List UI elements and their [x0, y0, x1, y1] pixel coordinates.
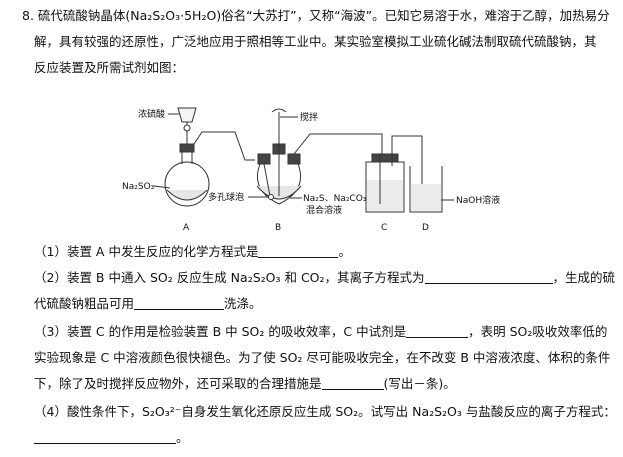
part-4-line-1: （4）酸性条件下，S₂O₃²⁻自身发生氧化还原反应生成 SO₂。试写出 Na₂S… — [34, 404, 616, 419]
flask-b-right-stopper — [287, 153, 301, 165]
label-stir: 搅拌 — [300, 111, 318, 123]
label-a: A — [183, 223, 190, 233]
intro-line-3: 反应装置及所需试剂如图： — [34, 60, 185, 75]
funnel-stopcock — [183, 124, 191, 132]
answer-blank-3a[interactable] — [406, 325, 469, 338]
part-1: （1）装置 A 中发生反应的化学方程式是 。 — [34, 244, 351, 260]
flask-b-left-stopper — [257, 153, 271, 165]
beaker-d-liquid — [411, 184, 441, 211]
tube-b-c — [293, 133, 383, 155]
funnel-body — [177, 107, 197, 123]
answer-blank-2b[interactable] — [134, 297, 225, 310]
bottle-c-body — [365, 161, 405, 213]
bottle-c-stopper — [371, 153, 399, 163]
part-3-text-d: 下，除了及时搅拌反应物外，还可采取的合理措施是 — [34, 376, 322, 391]
bottle-c-liquid — [367, 180, 403, 211]
flask-b-body — [256, 163, 302, 205]
beaker-d — [409, 166, 443, 213]
answer-blank-1[interactable] — [258, 245, 339, 258]
label-mix1: Na₂S、Na₂CO₃ — [303, 194, 367, 204]
leader-na2so3 — [153, 185, 171, 189]
part-4-line-2: 。 — [34, 430, 189, 446]
label-na2so3: Na₂SO₃ — [122, 182, 155, 192]
part-4-end: 。 — [176, 430, 189, 445]
part-3-line-1: （3）装置 C 的作用是检验装置 B 中 SO₂ 的吸收效率，C 中试剂是 ，表明… — [34, 324, 607, 340]
label-porous: 多孔球泡 — [208, 191, 244, 203]
intro-line-1: 8. 硫代硫酸钠晶体(Na₂S₂O₃·5H₂O)俗名“大苏打”，又称“海波”。已… — [22, 8, 610, 24]
part-1-text: （1）装置 A 中发生反应的化学方程式是 — [34, 244, 259, 259]
intro-line-2: 解，具有较强的还原性，广泛地应用于照相等工业中。某实验室模拟工业硫化碱法制取硫代… — [34, 34, 597, 49]
part-2-line-2: 代硫酸钠粗品可用 洗涤。 — [34, 296, 262, 312]
porous-bulb — [268, 194, 274, 200]
label-naoh: NaOH溶液 — [456, 194, 500, 206]
part-3-line-2: 实验现象是 C 中溶液颜色很快褪色。为了使 SO₂ 尽可能吸收完全，在不改变 B… — [34, 350, 611, 365]
part-1-end: 。 — [338, 244, 351, 259]
label-b: B — [275, 223, 281, 233]
intro-text-1: 硫代硫酸钠晶体(Na₂S₂O₃·5H₂O)俗名“大苏打”，又称“海波”。已知它易… — [37, 8, 610, 23]
part-2-text-d: 洗涤。 — [224, 296, 262, 311]
answer-blank-3b[interactable] — [321, 377, 384, 390]
apparatus-svg: 浓硫酸 搅拌 Na₂SO₃ 多孔球泡 Na₂S、Na₂CO₃ 混合溶液 NaOH… — [122, 107, 500, 233]
part-2-text-b: ，生成的硫 — [552, 270, 616, 285]
stir-handle — [271, 108, 287, 113]
part-3-line-3: 下，除了及时搅拌反应物外，还可采取的合理措施是 (写出－条)。 — [34, 376, 456, 392]
label-mix2: 混合溶液 — [306, 204, 342, 216]
flask-a-body — [164, 161, 210, 207]
label-c: C — [381, 223, 387, 233]
label-d: D — [422, 223, 429, 233]
answer-blank-4[interactable] — [34, 431, 176, 444]
part-2-text-c: 代硫酸钠粗品可用 — [34, 296, 135, 311]
answer-blank-2a[interactable] — [424, 271, 553, 284]
part-2-text: （2）装置 B 中通入 SO₂ 反应生成 Na₂S₂O₃ 和 CO₂，其离子方程… — [34, 270, 425, 285]
label-acid: 浓硫酸 — [138, 108, 165, 120]
flask-a-stopper — [179, 143, 195, 153]
flask-a-liquid — [166, 189, 208, 201]
part-3-text: （3）装置 C 的作用是检验装置 B 中 SO₂ 的吸收效率，C 中试剂是 — [34, 324, 407, 339]
gas-inlet-tube — [263, 163, 271, 197]
tube-c-d — [391, 135, 423, 196]
part-3-text-b: ，表明 SO₂吸收效率低的 — [468, 324, 608, 339]
tube-a-b — [193, 131, 255, 161]
question-number: 8. — [22, 8, 34, 23]
part-2-line-1: （2）装置 B 中通入 SO₂ 反应生成 Na₂S₂O₃ 和 CO₂，其离子方程… — [34, 270, 615, 286]
apparatus-diagram: 浓硫酸 搅拌 Na₂SO₃ 多孔球泡 Na₂S、Na₂CO₃ 混合溶液 NaOH… — [120, 100, 560, 235]
part-3-text-e: (写出－条)。 — [383, 376, 456, 391]
